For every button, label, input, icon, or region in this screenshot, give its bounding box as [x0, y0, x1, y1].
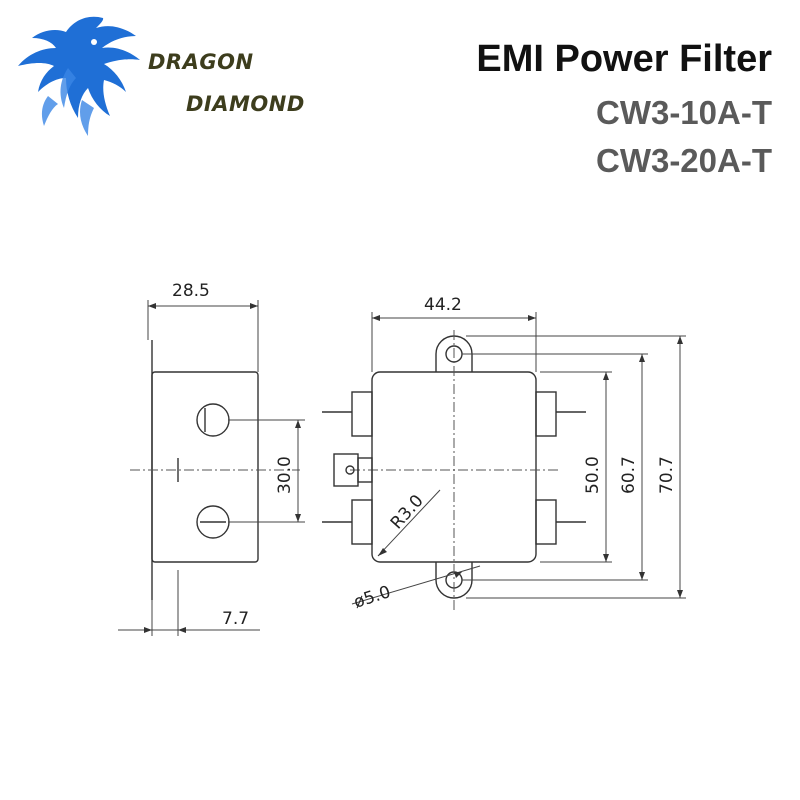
- brand-name-line-2: DIAMOND: [186, 92, 305, 116]
- dim-flange-depth-label: 7.7: [222, 609, 249, 629]
- dim-body-height-label: 50.0: [583, 456, 603, 494]
- dim-overall-height-label: 70.7: [657, 456, 677, 494]
- brand-name-line-1: DRAGON: [148, 50, 254, 74]
- dim-front-width-label: 44.2: [424, 295, 462, 315]
- dim-hole-spacing-label: 60.7: [619, 456, 639, 494]
- dim-hole-diameter-label: ø5.0: [351, 582, 393, 613]
- model-number-1: CW3-10A-T: [595, 94, 772, 131]
- side-view: [118, 300, 305, 636]
- model-number-2: CW3-20A-T: [595, 142, 772, 179]
- dim-side-width-label: 28.5: [172, 281, 210, 301]
- product-title: EMI Power Filter: [476, 38, 772, 80]
- dragon-head-icon: [18, 16, 140, 136]
- dim-corner-radius-label: R3.0: [387, 491, 428, 533]
- dim-terminal-spacing-label: 30.0: [275, 456, 295, 494]
- front-view: [322, 312, 686, 610]
